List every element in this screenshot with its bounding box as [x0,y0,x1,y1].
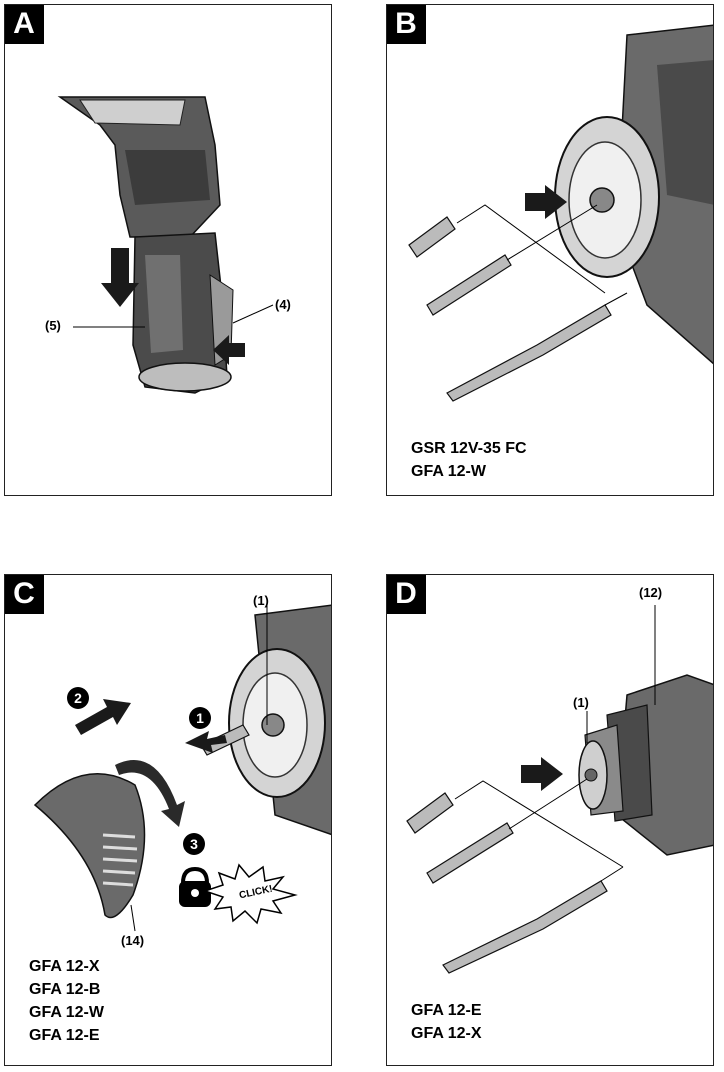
model-name: GFA 12-X [411,1025,482,1042]
attachment-mounting-illustration [33,604,331,932]
attachment-cap [33,773,146,919]
model-name: GFA 12-E [29,1027,100,1044]
model-name: GFA 12-E [411,1002,482,1019]
panel-tag: B [387,5,426,44]
screwdriver-bit-long [426,822,514,884]
insert-arrow [101,248,139,307]
click-burst [202,863,298,925]
insert-arrow [525,185,567,219]
step-number: 3 [183,833,205,855]
screwdriver-bit [408,216,456,258]
battery-insertion-illustration [57,96,274,394]
step-number: 1 [189,707,211,729]
bit-label: (1) [573,695,589,710]
model-name: GFA 12-W [29,1004,104,1021]
push-arrow [75,699,131,735]
rotate-arrow [115,760,185,827]
panel-tag: D [387,575,426,614]
screwdriver-bit [406,792,454,834]
panel-a: A (5) (4) [4,4,332,496]
model-list: GSR 12V-35 FC GFA 12-W [411,437,527,483]
step-number: 2 [67,687,89,709]
model-list: GFA 12-X GFA 12-B GFA 12-W GFA 12-E [29,955,104,1047]
bit-insertion-illustration [408,24,713,402]
model-name: GFA 12-X [29,958,100,975]
drill-bit [442,880,608,974]
bit-insertion-attachment-illustration [406,605,713,974]
insert-arrow [521,757,563,791]
battery-label: (5) [45,318,61,333]
model-name: GSR 12V-35 FC [411,440,527,457]
drill-bit [446,304,612,402]
model-list: GFA 12-E GFA 12-X [411,999,482,1045]
release-button-label: (4) [275,297,291,312]
lock-icon [179,866,211,907]
bit-label: (1) [253,593,269,608]
panel-c: C (1) (14) 1 2 3 CLICK! GFA 12-X GFA 12-… [4,574,332,1066]
attachment-label: (14) [121,933,145,948]
panel-b: B GSR 12V-35 FC GFA 12-W [386,4,714,496]
panel-tag: C [5,575,44,614]
model-name: GFA 12-W [411,463,486,480]
model-name: GFA 12-B [29,981,101,998]
panel-d: D (12) (1) GFA 12-E GFA 12-X [386,574,714,1066]
panel-tag: A [5,5,44,44]
screwdriver-bit-long [426,254,512,316]
attachment-label: (12) [639,585,663,600]
insert-arrow [185,731,227,753]
press-arrow [213,335,245,365]
